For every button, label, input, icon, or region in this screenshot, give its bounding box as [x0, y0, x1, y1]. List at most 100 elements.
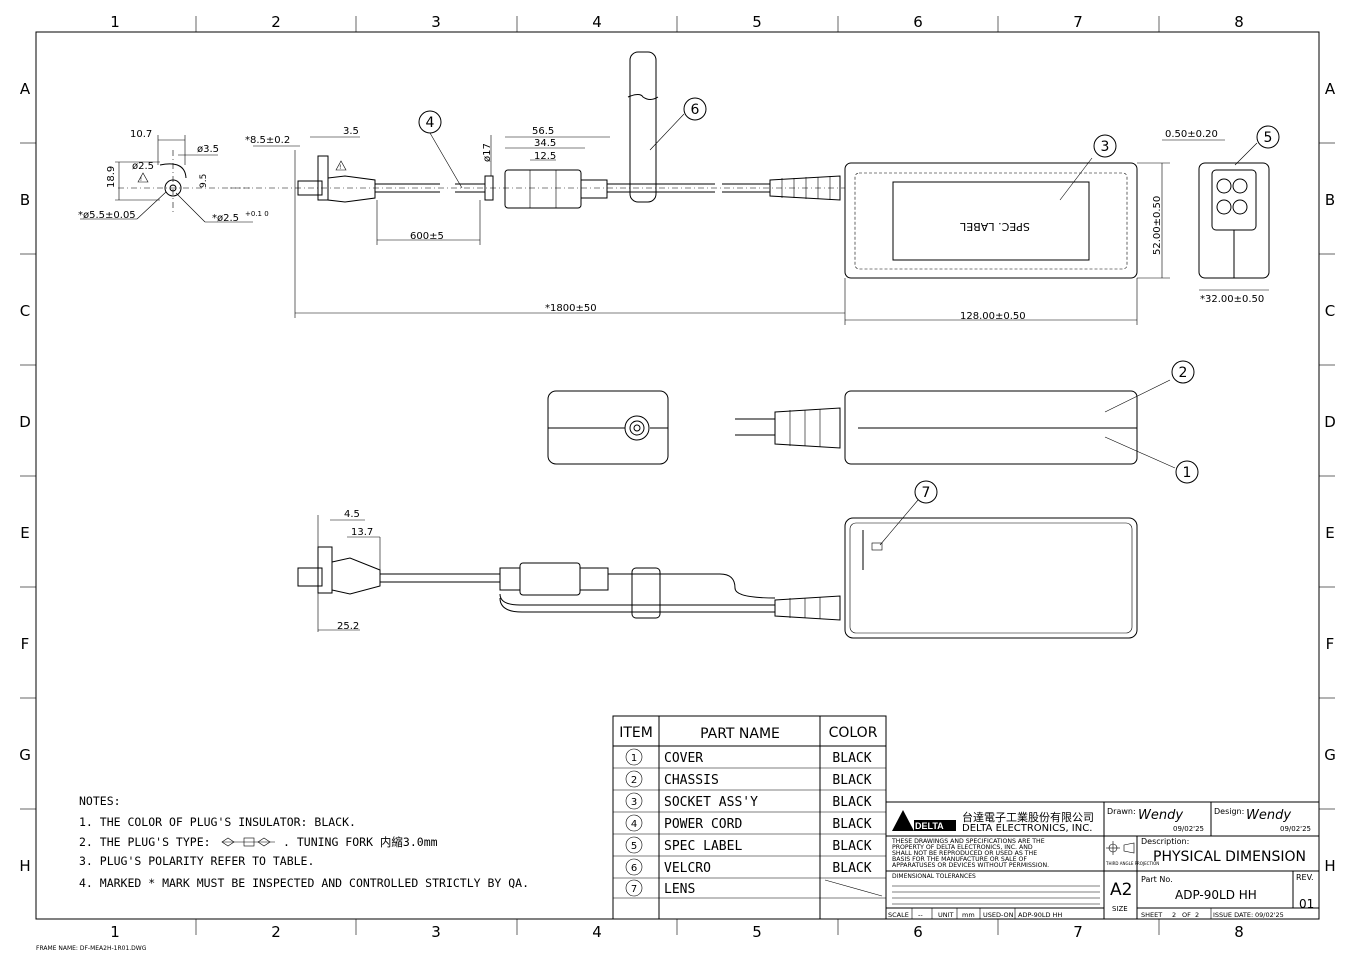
plug-type-symbol — [221, 837, 275, 847]
dim-label: 52.00±0.50 — [1152, 196, 1163, 255]
table-cell-item: 1 — [631, 753, 637, 764]
disclaimer-line: THESE DRAWINGS AND SPECIFICATIONS ARE TH… — [891, 838, 1045, 845]
delta-logo-icon — [892, 810, 914, 831]
table-cell-name: SPEC LABEL — [664, 839, 742, 854]
issue-date-label: ISSUE DATE: — [1213, 911, 1253, 919]
company-name-en: DELTA ELECTRONICS, INC. — [962, 823, 1092, 834]
note-item: 4. MARKED * MARK MUST BE INSPECTED AND C… — [79, 876, 529, 890]
scale-label: SCALE — [888, 911, 909, 919]
balloon-5: 5 — [1264, 130, 1273, 146]
dim-label: 13.7 — [351, 527, 373, 538]
of-label: OF — [1182, 911, 1191, 919]
rev: 01 — [1299, 897, 1314, 911]
table-cell-color: BLACK — [832, 817, 871, 832]
table-cell-item: 5 — [631, 841, 637, 852]
description: PHYSICAL DIMENSION — [1153, 849, 1306, 865]
balloons — [418, 97, 1280, 504]
table-header-item: ITEM — [619, 725, 653, 741]
company-name-cn: 台達電子工業股份有限公司 — [962, 810, 1094, 824]
table-cell-color: BLACK — [832, 839, 871, 854]
balloon-4: 4 — [426, 115, 435, 131]
table-cell-color: BLACK — [832, 773, 871, 788]
col-label: 1 — [110, 13, 120, 31]
description-label: Description: — [1141, 837, 1189, 846]
adapter-top-view — [844, 157, 1170, 325]
scale-value: -- — [918, 911, 923, 919]
dim-label: *32.00±0.50 — [1200, 294, 1264, 305]
row-label: C — [1325, 302, 1335, 320]
projection-icon — [1106, 841, 1135, 855]
design-label: Design: — [1214, 807, 1244, 816]
note-item: 1. THE COLOR OF PLUG'S INSULATOR: BLACK. — [79, 815, 356, 829]
svg-text:!: ! — [140, 176, 142, 183]
used-on-value: ADP-90LD HH — [1018, 911, 1062, 919]
spec-label-text: SPEC. LABEL — [959, 220, 1030, 233]
part-number: ADP-90LD HH — [1175, 888, 1257, 902]
tolerance-label: DIMENSIONAL TOLERANCES — [892, 873, 976, 880]
parts-table — [612, 715, 887, 920]
dim-label: ø3.5 — [197, 144, 219, 155]
design-date: 09/02'25 — [1280, 825, 1311, 833]
dim-label: 10.7 — [130, 129, 152, 140]
title-block — [885, 801, 1320, 920]
table-cell-name: COVER — [664, 751, 703, 766]
col-label: 6 — [913, 923, 923, 941]
dim-label: *8.5±0.2 — [245, 135, 290, 146]
table-cell-item: 6 — [631, 863, 637, 874]
col-label: 2 — [271, 13, 281, 31]
rev-label: REV. — [1296, 873, 1314, 882]
logo-text: DELTA — [915, 821, 944, 831]
note-item: 2. THE PLUG'S TYPE: — [79, 835, 211, 849]
row-label: A — [1325, 80, 1336, 98]
drawn-by: Wendy — [1138, 808, 1183, 823]
disclaimer-line: APPARATUSES OR DEVICES WITHOUT PERMISSIO… — [892, 862, 1049, 869]
used-on-label: USED-ON — [983, 911, 1014, 919]
bottom-view — [297, 499, 1138, 639]
sheet-value: 2 — [1172, 911, 1176, 919]
balloon-7: 7 — [922, 485, 931, 501]
col-label: 4 — [592, 13, 602, 31]
dim-label: *1800±50 — [545, 303, 597, 314]
col-label: 8 — [1234, 13, 1244, 31]
drawn-label: Drawn: — [1107, 807, 1136, 816]
svg-text:!: ! — [339, 164, 341, 171]
unit-label: UNIT — [938, 911, 954, 919]
table-cell-item: 4 — [631, 819, 637, 830]
table-cell-name: CHASSIS — [664, 773, 719, 788]
row-label: B — [1325, 191, 1335, 209]
dim-label: 128.00±0.50 — [960, 311, 1026, 322]
col-label: 6 — [913, 13, 923, 31]
dim-label: *ø2.5 — [212, 213, 239, 224]
table-header-name: PART NAME — [700, 726, 780, 742]
disclaimer-line: SHALL NOT BE REPRODUCED OR USED AS THE — [892, 850, 1037, 857]
of-value: 2 — [1195, 911, 1199, 919]
row-label: F — [1326, 635, 1335, 653]
row-label: F — [21, 635, 30, 653]
table-cell-color: BLACK — [832, 795, 871, 810]
grid-ticks — [20, 16, 1335, 935]
tolerance-grid — [892, 885, 1100, 905]
row-label: D — [1324, 413, 1336, 431]
disclaimer-line: PROPERTY OF DELTA ELECTRONICS, INC. AND — [892, 844, 1033, 851]
col-label: 3 — [431, 13, 441, 31]
row-label: E — [1325, 524, 1334, 542]
issue-date: 09/02'25 — [1255, 911, 1284, 919]
plug-end-view: ! — [80, 135, 253, 223]
disclaimer-line: BASIS FOR THE MANUFACTURE OR SALE OF — [892, 856, 1027, 863]
col-label: 5 — [752, 923, 762, 941]
part-label: Part No. — [1141, 875, 1173, 884]
table-cell-color: BLACK — [832, 751, 871, 766]
balloon-6: 6 — [691, 102, 700, 118]
col-label: 5 — [752, 13, 762, 31]
row-label: A — [20, 80, 31, 98]
dim-label: 18.9 — [106, 166, 117, 188]
col-label: 3 — [431, 923, 441, 941]
table-header-color: COLOR — [829, 725, 878, 741]
row-label: G — [19, 746, 31, 764]
drawn-date: 09/02'25 — [1173, 825, 1204, 833]
projection-text: THIRD ANGLE PROJECTION — [1105, 861, 1159, 866]
note-item: 3. PLUG'S POLARITY REFER TO TABLE. — [79, 854, 314, 868]
row-label: C — [20, 302, 30, 320]
balloon-2: 2 — [1179, 365, 1188, 381]
